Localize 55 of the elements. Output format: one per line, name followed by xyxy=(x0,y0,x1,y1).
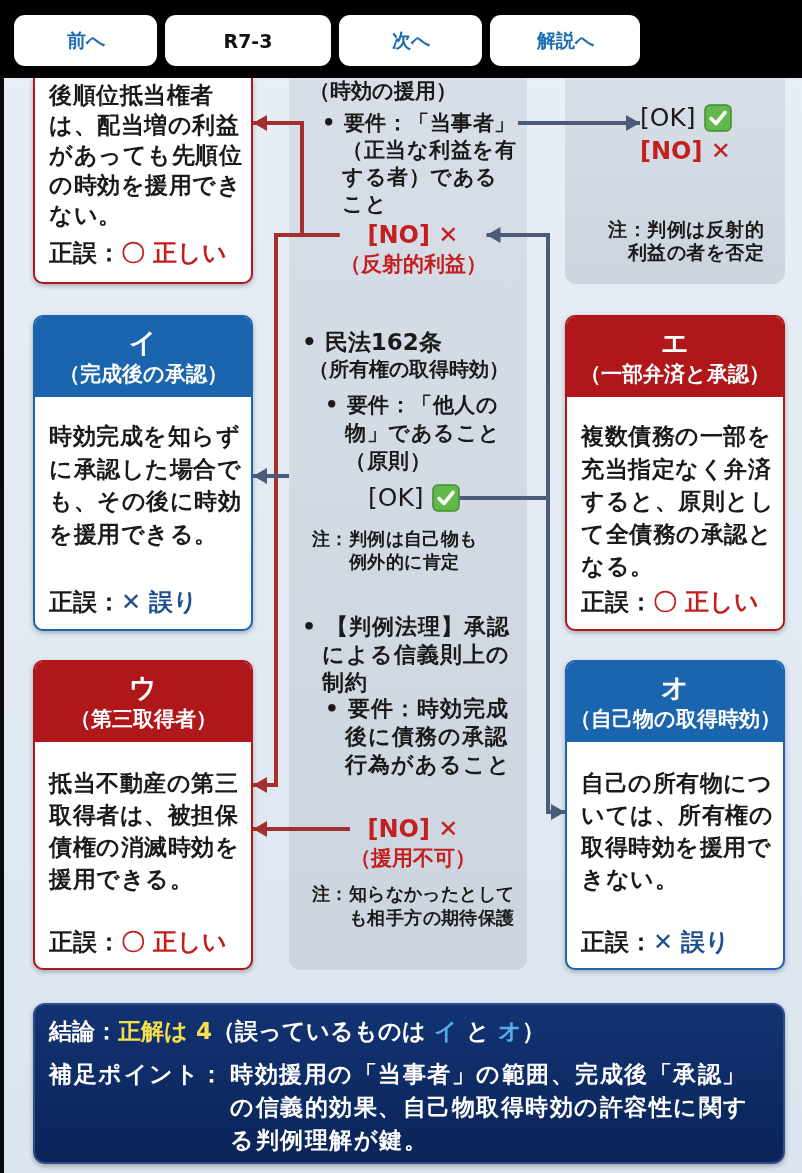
result-label: [NO] ✕ xyxy=(367,814,459,844)
requirement-text: • 要件：「当事者」（正当な利益を有する者）であること xyxy=(322,109,518,218)
card-subtitle: （一部弁済と承認） xyxy=(580,361,770,388)
supplement-text: 時効援用の「当事者」の範囲、完成後「承認」の信義的効果、自己物取得時効の許容性に関する判例理解が鍵。 xyxy=(230,1060,750,1155)
elbow-arrow xyxy=(253,233,340,793)
statement-text: 後順位抵当権者は、配当増の利益があっても先順位の時効を援用できない。 xyxy=(49,81,243,230)
card-subtitle: （第三取得者） xyxy=(69,706,217,733)
note-text: 注：判例は自己物も例外的に肯定 xyxy=(312,526,479,573)
section-subtitle: （所有権の取得時効） xyxy=(309,356,509,382)
answer-card xyxy=(565,660,785,970)
result-label: [NO] ✕ xyxy=(367,220,459,250)
answer-card xyxy=(565,315,785,631)
verdict-text: 正誤：〇 正しい xyxy=(49,927,228,957)
supplement-label: 補足ポイント： xyxy=(49,1060,225,1089)
nav-button: R7-3 xyxy=(165,15,331,66)
result-reason: （援用不可） xyxy=(350,845,476,872)
result-label: [OK] xyxy=(368,483,424,513)
arrow xyxy=(253,821,350,837)
arrow xyxy=(518,115,640,131)
elbow-arrow xyxy=(459,496,565,820)
requirement-text: • 要件：「他人の物」であること（原則） xyxy=(325,392,502,475)
law-heading: • 民法162条 xyxy=(302,328,442,356)
result-label: [OK] xyxy=(640,103,696,133)
note-text: 注：判例は反射的利益の者を否定 xyxy=(607,218,764,264)
note-text: 注：知らなかったとしても相手方の期待保護 xyxy=(312,882,516,930)
verdict-text: 正誤：〇 正しい xyxy=(49,238,228,268)
answer-card xyxy=(33,315,253,631)
statement-text: 自己の所有物については、所有権の取得時効を援用できない。 xyxy=(581,769,774,894)
nav-button: 解説へ xyxy=(490,15,640,66)
option-letter: ウ xyxy=(129,672,157,704)
card-subtitle: （完成後の承認） xyxy=(58,361,228,388)
result-panel xyxy=(565,78,785,284)
statement-text: 複数債務の一部を充当指定なく弁済すると、原則として全債務の承認となる。 xyxy=(581,422,775,581)
statement-text: 時効完成を知らずに承認した場合でも、その後に時効を援用できる。 xyxy=(49,422,242,549)
bullet-text: • 【判例法理】承認による信義則上の制約 xyxy=(302,613,511,697)
option-letter: エ xyxy=(661,327,689,359)
option-letter: イ xyxy=(129,327,157,359)
conclusion-panel xyxy=(33,1003,785,1164)
nav-button: 前へ xyxy=(14,15,157,66)
nav-button: 次へ xyxy=(339,15,482,66)
option-letter: オ xyxy=(661,672,689,704)
answer-card xyxy=(33,78,253,284)
verdict-text: 正誤：✕ 誤り xyxy=(581,927,731,957)
explanation-panel xyxy=(289,78,527,970)
verdict-text: 正誤：✕ 誤り xyxy=(49,587,199,617)
card-subtitle: （自己物の取得時効） xyxy=(569,706,781,733)
requirement-text: • 要件：時効完成後に債務の承認行為があること xyxy=(325,695,512,779)
section-subtitle: （時効の援用） xyxy=(309,78,457,104)
arrow xyxy=(253,468,289,484)
answer-card xyxy=(33,660,253,970)
result-label: [NO] ✕ xyxy=(640,136,731,166)
result-reason: （反射的利益） xyxy=(339,251,487,278)
verdict-text: 正誤：〇 正しい xyxy=(581,587,760,617)
conclusion-text: 結論：正解は 4（誤っているものは イ と オ） xyxy=(49,1017,546,1045)
statement-text: 抵当不動産の第三取得者は、被担保債権の消滅時効を援用できる。 xyxy=(49,769,240,894)
